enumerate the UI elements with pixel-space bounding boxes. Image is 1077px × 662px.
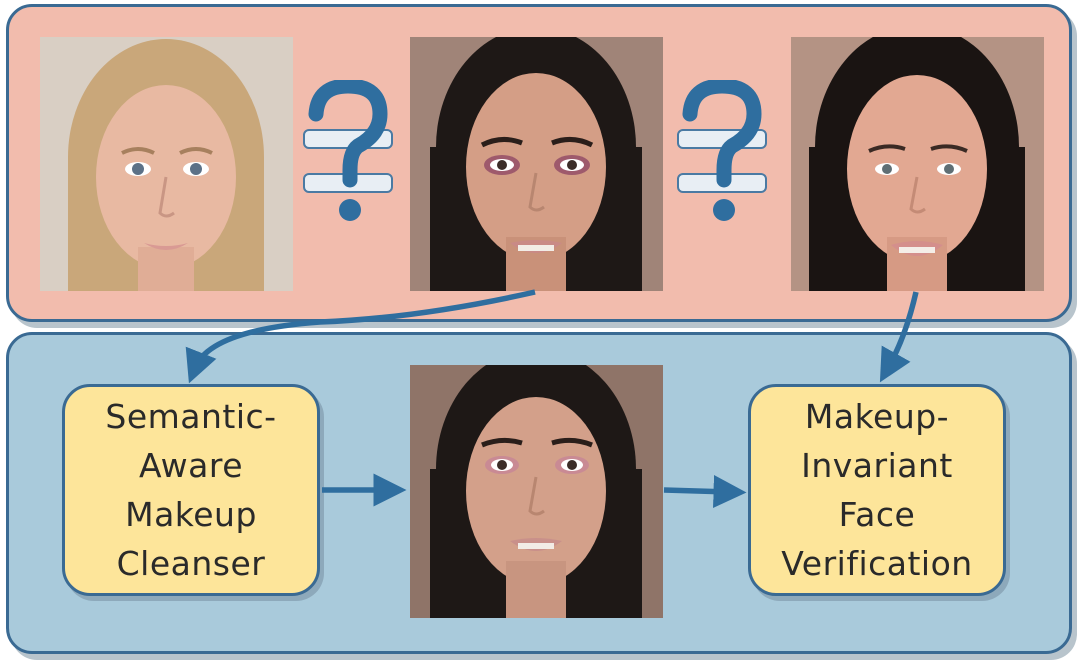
makeup-cleanser-label: Semantic- Aware Makeup Cleanser xyxy=(105,397,277,583)
face-with-makeup xyxy=(410,37,663,291)
makeup-cleanser-box: Semantic- Aware Makeup Cleanser xyxy=(62,384,320,596)
question-mark-not-equal-icon xyxy=(672,78,772,230)
face-verification-label: Makeup- Invariant Face Verification xyxy=(781,397,973,583)
face-makeup-removed xyxy=(410,365,663,618)
face-no-makeup-brunette xyxy=(791,37,1044,291)
face-verification-box: Makeup- Invariant Face Verification xyxy=(748,384,1006,596)
question-mark-not-equal-icon xyxy=(298,78,398,230)
face-no-makeup-blonde xyxy=(40,37,293,291)
